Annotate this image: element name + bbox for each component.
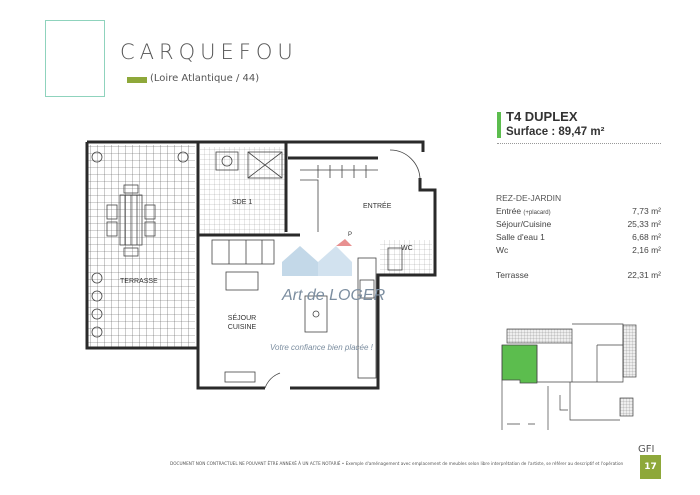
room-label-sde: SDE 1 — [232, 199, 252, 206]
terrace-area — [87, 145, 195, 348]
region-accent-bar — [127, 77, 147, 83]
type-accent-bar — [497, 112, 501, 138]
walls — [85, 140, 437, 390]
page-number: 17 — [640, 455, 661, 479]
key-plan — [501, 323, 637, 430]
watermark-logo: Art de LOGER Votre confiance bien placée… — [270, 239, 386, 352]
wc-area — [380, 240, 432, 275]
region-label: (Loire Atlantique / 44) — [150, 73, 260, 84]
fixtures — [91, 149, 421, 389]
bathroom-area — [200, 147, 285, 235]
room-label-wc: WC — [401, 245, 413, 252]
room-label-entree: ENTRÉE — [363, 201, 392, 210]
room-label-placard: P — [348, 232, 352, 238]
key-plan-highlight — [501, 344, 538, 384]
level-label: REZ-DE-JARDIN — [496, 193, 562, 203]
divider — [497, 143, 661, 144]
brand-gfi: GFI — [638, 444, 655, 455]
room-label-cuisine: CUISINE — [228, 324, 257, 331]
room-label-terrasse: TERRASSE — [120, 278, 158, 285]
watermark-tagline: Votre confiance bien placée ! — [270, 343, 374, 352]
photo-frame — [45, 20, 105, 97]
apartment-type: T4 DUPLEX — [506, 109, 578, 124]
area-row: Entrée (+placard)7,73 m² — [496, 206, 661, 216]
apartment-surface: Surface : 89,47 m² — [506, 126, 605, 138]
disclaimer: DOCUMENT NON CONTRACTUEL NE POUVANT ÊTRE… — [170, 461, 624, 466]
watermark-brand: Art de LOGER — [281, 287, 386, 304]
city-title: CARQUEFOU — [120, 40, 298, 64]
room-label-sejour: SÉJOUR — [228, 313, 256, 322]
